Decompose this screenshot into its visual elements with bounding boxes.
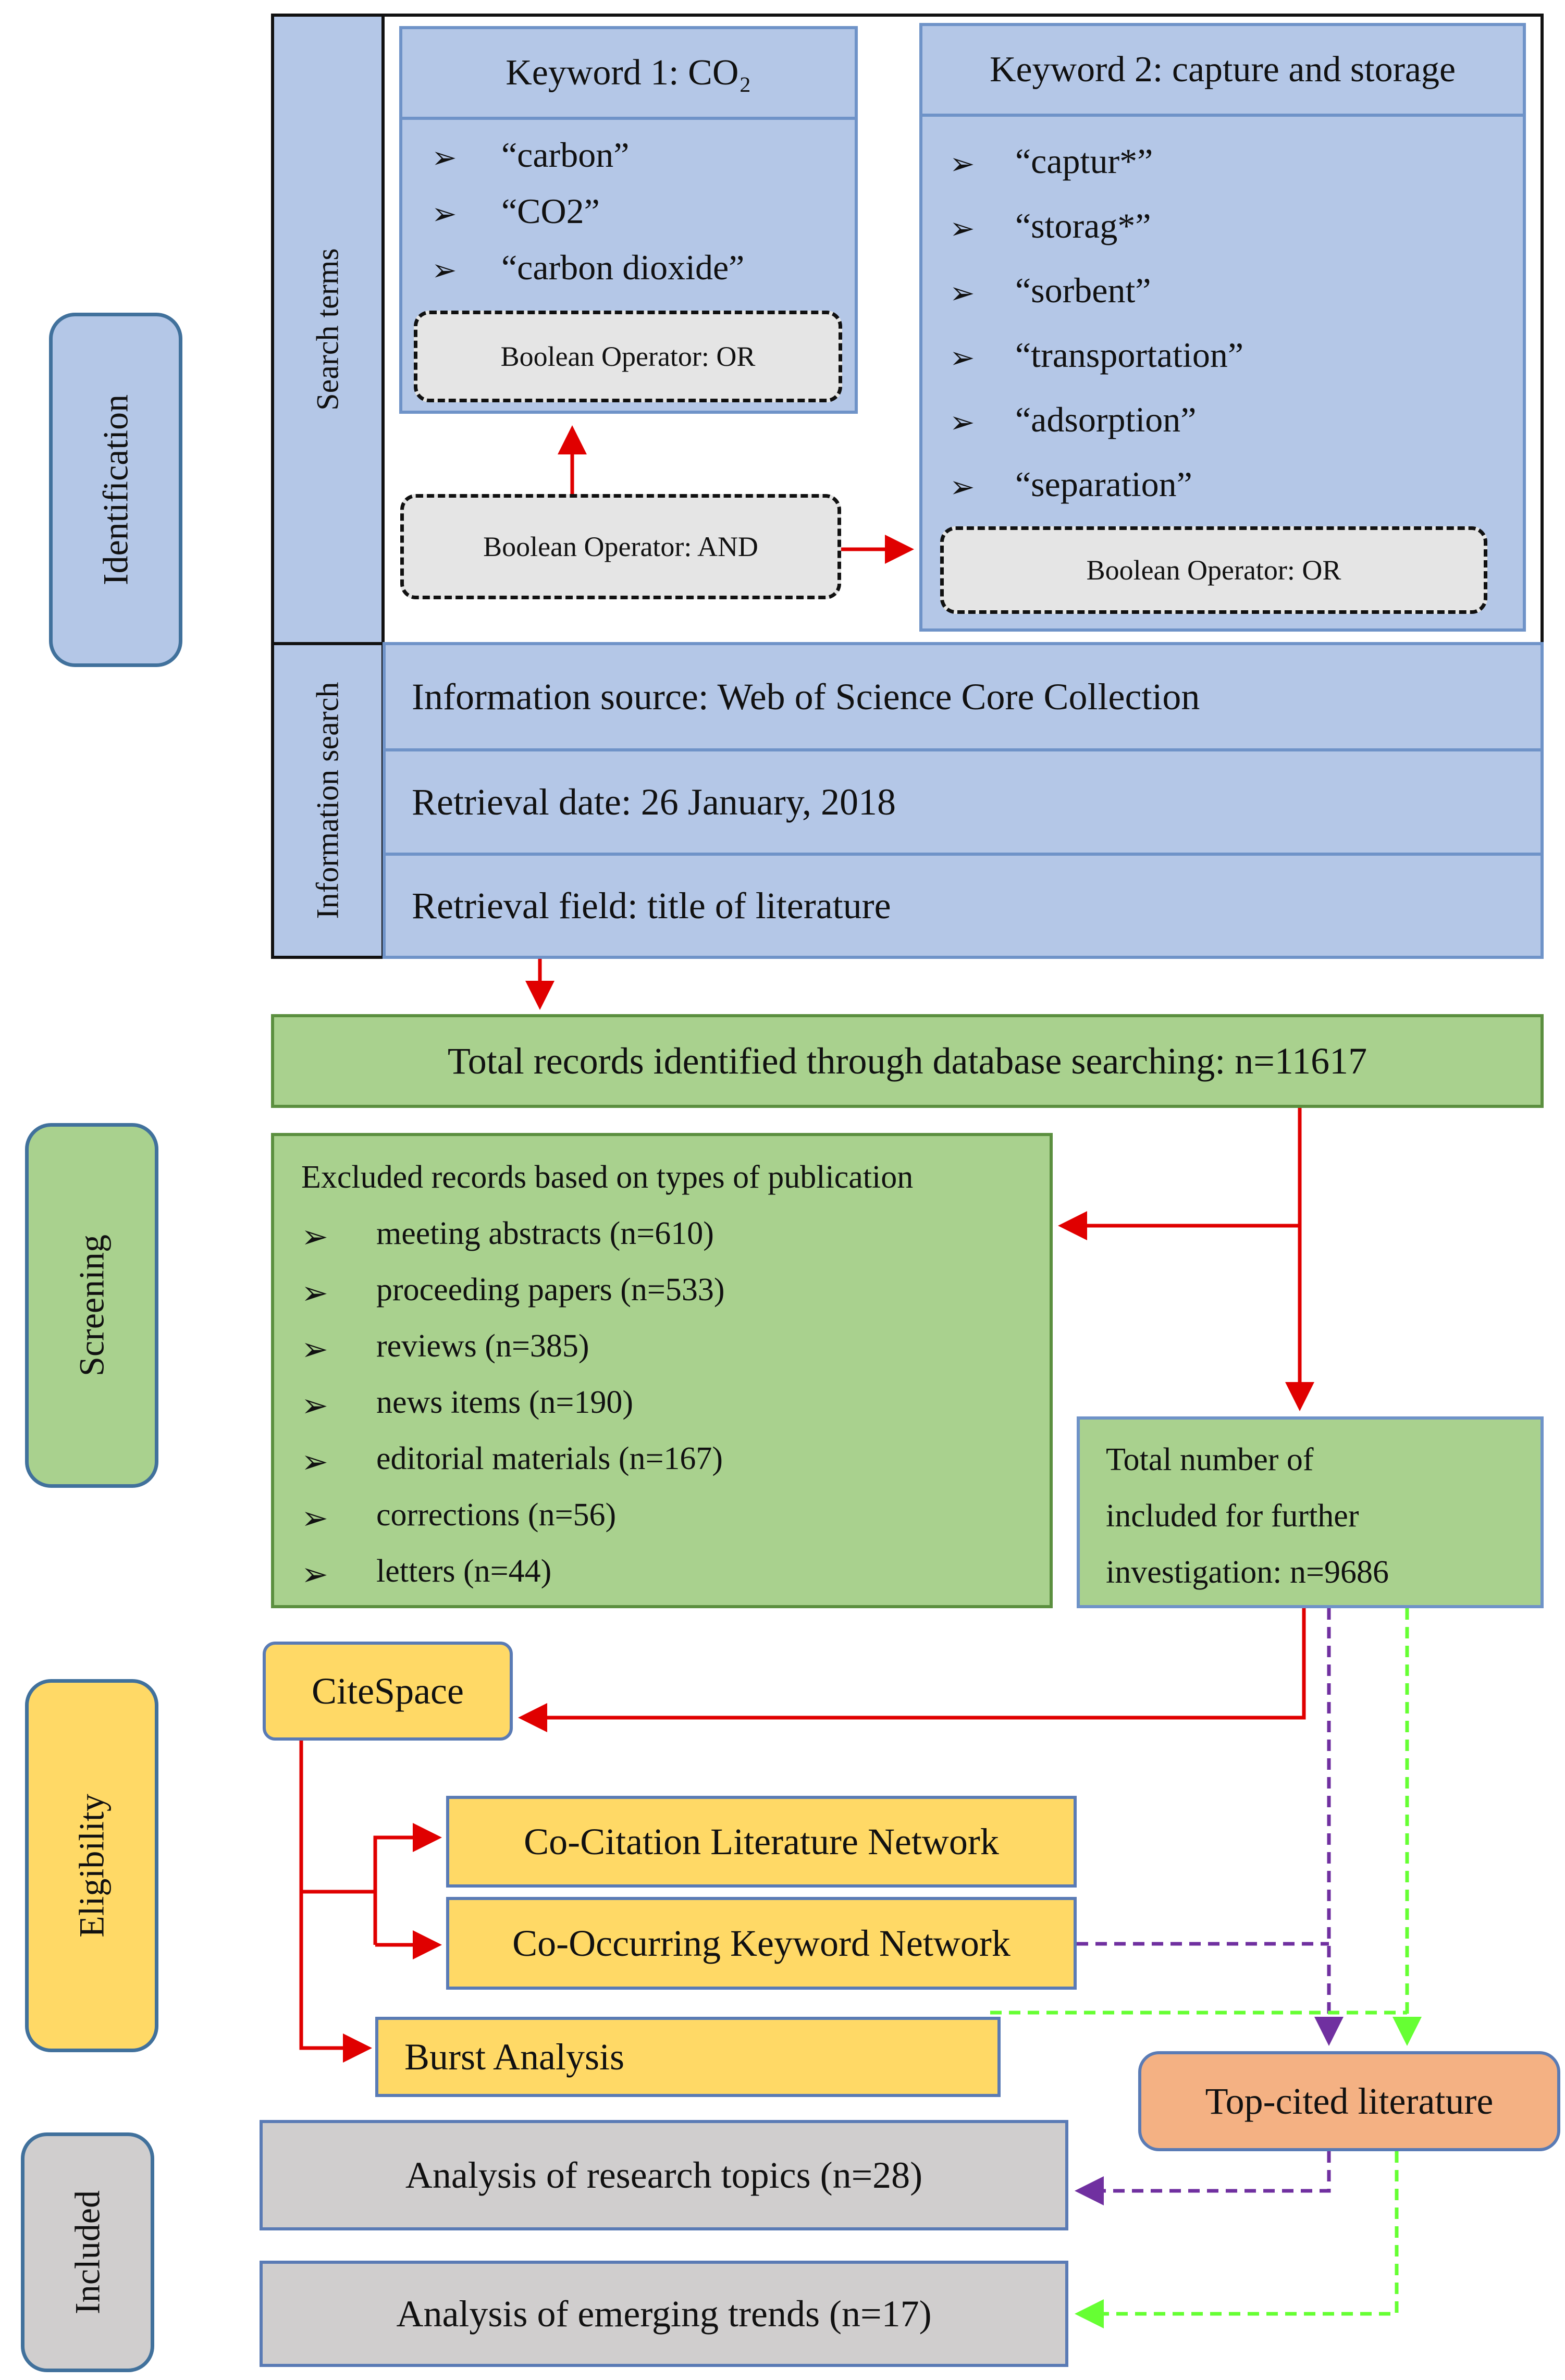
total-records-box: Total records identified through databas… xyxy=(271,1014,1544,1108)
keyword1-bullet-3: ➢ xyxy=(432,252,457,288)
keyword1-bullet-1: ➢ xyxy=(432,140,457,175)
included-total-box: Total number of included for further inv… xyxy=(1077,1416,1544,1608)
keyword2-bullet-4: ➢ xyxy=(950,340,975,375)
excluded-item-5: editorial materials (n=167) xyxy=(376,1441,723,1476)
keyword2-bullet-3: ➢ xyxy=(950,275,975,311)
excluded-item-2: proceeding papers (n=533) xyxy=(376,1272,725,1308)
information-search-side: Information search xyxy=(271,642,385,959)
excluded-item-1: meeting abstracts (n=610) xyxy=(376,1216,714,1251)
excluded-item-4: news items (n=190) xyxy=(376,1385,634,1420)
excluded-records-box: Excluded records based on types of publi… xyxy=(271,1133,1053,1608)
cocitation-box: Co-Citation Literature Network xyxy=(446,1796,1077,1888)
keyword1-term-1: “carbon” xyxy=(501,135,630,175)
keyword2-bullet-1: ➢ xyxy=(950,146,975,181)
cooccurring-box: Co-Occurring Keyword Network xyxy=(446,1897,1077,1990)
phase-identification: Identification xyxy=(49,313,182,667)
arrow-topcited-to-topics xyxy=(1075,2151,1331,2205)
keyword2-term-1: “captur*” xyxy=(1015,141,1153,181)
keyword2-bullet-6: ➢ xyxy=(950,469,975,504)
arrow-topcited-to-trends xyxy=(1075,2151,1399,2328)
excluded-bullet-7: ➢ xyxy=(301,1555,328,1593)
arrow-to-cocitation xyxy=(373,1823,442,1945)
keyword2-term-2: “storag*” xyxy=(1015,206,1151,245)
phase-eligibility: Eligibility xyxy=(25,1679,158,2052)
excluded-item-7: letters (n=44) xyxy=(376,1553,552,1589)
excluded-bullet-4: ➢ xyxy=(301,1386,328,1424)
keyword1-or-operator: Boolean Operator: OR xyxy=(414,311,842,402)
excluded-item-3: reviews (n=385) xyxy=(376,1328,589,1364)
excluded-bullet-6: ➢ xyxy=(301,1499,328,1537)
keyword1-bullet-2: ➢ xyxy=(432,196,457,231)
included-total-line1: Total number of xyxy=(1106,1442,1314,1477)
keyword2-box: Keyword 2: capture and storage ➢ “captur… xyxy=(919,23,1526,632)
included-total-line3: investigation: n=9686 xyxy=(1106,1555,1389,1590)
emerging-trends-box: Analysis of emerging trends (n=17) xyxy=(260,2261,1068,2367)
search-terms-side: Search terms xyxy=(271,14,385,645)
arrow-included-to-citespace xyxy=(518,1608,1306,1732)
excluded-title: Excluded records based on types of publi… xyxy=(301,1160,914,1195)
info-date-row: Retrieval date: 26 January, 2018 xyxy=(383,748,1544,856)
keyword2-term-3: “sorbent” xyxy=(1015,270,1151,310)
included-total-line2: included for further xyxy=(1106,1498,1359,1534)
excluded-item-6: corrections (n=56) xyxy=(376,1497,617,1533)
keyword2-or-operator: Boolean Operator: OR xyxy=(940,526,1487,614)
keyword1-term-2: “CO2” xyxy=(501,191,600,231)
info-field-row: Retrieval field: title of literature xyxy=(383,853,1544,959)
excluded-bullet-1: ➢ xyxy=(301,1217,328,1255)
keyword1-term-3: “carbon dioxide” xyxy=(501,248,745,287)
and-operator: Boolean Operator: AND xyxy=(400,494,841,599)
excluded-bullet-3: ➢ xyxy=(301,1330,328,1368)
line-citespace-branch xyxy=(299,1741,372,2063)
phase-screening: Screening xyxy=(25,1123,158,1488)
excluded-bullet-2: ➢ xyxy=(301,1274,328,1312)
burst-analysis-box: Burst Analysis xyxy=(375,2017,1001,2097)
keyword2-term-4: “transportation” xyxy=(1015,335,1244,375)
keyword2-bullet-2: ➢ xyxy=(950,211,975,246)
keyword1-box: Keyword 1: CO₂ ➢ “carbon” ➢ “CO2” ➢ “car… xyxy=(399,26,858,414)
research-topics-box: Analysis of research topics (n=28) xyxy=(260,2120,1068,2230)
excluded-bullet-5: ➢ xyxy=(301,1442,328,1481)
phase-included: Included xyxy=(21,2132,154,2372)
keyword2-term-6: “separation” xyxy=(1015,464,1192,504)
keyword2-bullet-5: ➢ xyxy=(950,404,975,440)
keyword2-term-5: “adsorption” xyxy=(1015,400,1197,439)
keyword1-title: Keyword 1: CO₂ xyxy=(402,29,855,120)
citespace-box: CiteSpace xyxy=(263,1642,513,1741)
keyword2-title: Keyword 2: capture and storage xyxy=(922,26,1523,117)
top-cited-box: Top-cited literature xyxy=(1138,2051,1560,2151)
